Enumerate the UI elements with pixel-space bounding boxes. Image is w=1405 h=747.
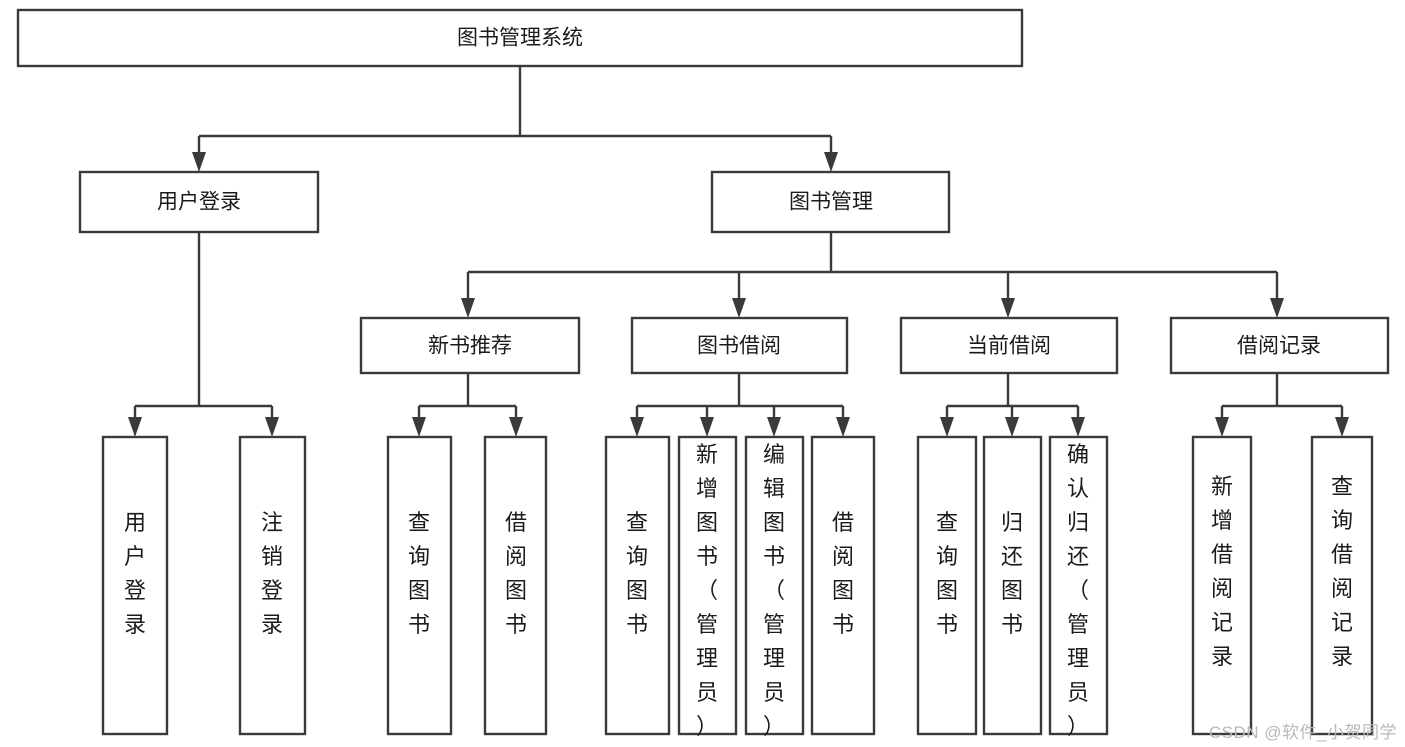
arrowhead-current-borrow	[1001, 298, 1015, 318]
node-book-manage-box[interactable]	[710, 170, 951, 234]
arrowhead-borrow-record	[1270, 298, 1284, 318]
node-nbr-borrow-book-label: 借阅图书	[505, 510, 527, 637]
node-bb-edit-book-box[interactable]	[744, 435, 805, 736]
node-book-manage-label: 图书管理	[789, 191, 873, 214]
node-bb-add-book-label: 新增图书（管理员）	[696, 442, 718, 739]
node-leaf-user-login-box[interactable]	[101, 435, 169, 736]
node-nbr-query-book-box[interactable]	[386, 435, 453, 736]
node-bb-add-book[interactable]: 新增图书（管理员）	[677, 435, 738, 739]
node-leaf-user-logout-box[interactable]	[238, 435, 307, 736]
arrowhead-new-book-rec	[461, 298, 475, 318]
arrowhead-book-manage	[824, 152, 838, 172]
node-cb-confirm-return-label: 确认归还（管理员）	[1067, 442, 1089, 739]
arrowhead-bb-borrow-book	[836, 417, 850, 437]
node-br-add-record-box[interactable]	[1191, 435, 1253, 736]
arrowhead-leaf-user-logout	[265, 417, 279, 437]
node-cb-confirm-return-box[interactable]	[1048, 435, 1109, 736]
arrowhead-user-login	[192, 152, 206, 172]
node-nbr-borrow-book[interactable]: 借阅图书	[483, 435, 548, 736]
node-nbr-borrow-book-box[interactable]	[483, 435, 548, 736]
node-borrow-record-box[interactable]	[1169, 316, 1390, 375]
node-cb-return-book[interactable]: 归还图书	[982, 435, 1043, 736]
node-borrow-record-label: 借阅记录	[1237, 335, 1321, 358]
node-root-label: 图书管理系统	[457, 27, 583, 50]
node-leaf-user-logout-label: 注销登录	[261, 510, 283, 637]
arrowhead-nbr-borrow-book	[509, 417, 523, 437]
node-bb-query-book[interactable]: 查询图书	[604, 435, 671, 736]
connector-lines	[128, 66, 1349, 437]
node-bb-borrow-book-box[interactable]	[810, 435, 876, 736]
node-user-login-label: 用户登录	[157, 191, 241, 214]
node-bb-edit-book[interactable]: 编辑图书（管理员）	[744, 435, 805, 739]
node-cb-query-book[interactable]: 查询图书	[916, 435, 978, 736]
node-br-add-record-label: 新增借阅记录	[1211, 474, 1233, 669]
node-leaf-user-login[interactable]: 用户登录	[101, 435, 169, 736]
node-cb-query-book-box[interactable]	[916, 435, 978, 736]
arrowhead-br-query-record	[1335, 417, 1349, 437]
node-leaf-user-login-label: 用户登录	[124, 510, 146, 637]
node-root-box[interactable]	[16, 8, 1024, 68]
node-current-borrow-box[interactable]	[899, 316, 1119, 375]
arrowhead-cb-confirm-return	[1071, 417, 1085, 437]
node-cb-return-book-label: 归还图书	[1001, 510, 1023, 637]
arrowhead-br-add-record	[1215, 417, 1229, 437]
node-br-add-record[interactable]: 新增借阅记录	[1191, 435, 1253, 736]
arrowhead-cb-return-book	[1005, 417, 1019, 437]
node-cb-confirm-return[interactable]: 确认归还（管理员）	[1048, 435, 1109, 739]
node-borrow-record[interactable]: 借阅记录	[1169, 316, 1390, 375]
leaf-nodes-layer: 用户登录 注销登录 查询图书 借阅图书 查询图书 新增图书（管理员）	[101, 435, 1374, 739]
arrowhead-bb-add-book	[700, 417, 714, 437]
node-user-login-box[interactable]	[78, 170, 320, 234]
node-bb-borrow-book[interactable]: 借阅图书	[810, 435, 876, 736]
node-bb-query-book-box[interactable]	[604, 435, 671, 736]
node-br-query-record-label: 查询借阅记录	[1331, 474, 1353, 669]
node-current-borrow[interactable]: 当前借阅	[899, 316, 1119, 375]
node-nbr-query-book[interactable]: 查询图书	[386, 435, 453, 736]
node-bb-borrow-book-label: 借阅图书	[832, 510, 854, 637]
node-cb-return-book-box[interactable]	[982, 435, 1043, 736]
node-nbr-query-book-label: 查询图书	[408, 510, 430, 637]
node-br-query-record-box[interactable]	[1310, 435, 1374, 736]
arrowhead-nbr-query-book	[412, 417, 426, 437]
arrowhead-leaf-user-login	[128, 417, 142, 437]
node-book-borrow-box[interactable]	[630, 316, 849, 375]
node-bb-edit-book-label: 编辑图书（管理员）	[763, 442, 785, 739]
node-new-book-rec-label: 新书推荐	[428, 335, 512, 358]
node-bb-query-book-label: 查询图书	[626, 510, 648, 637]
csdn-watermark: CSDN @软件_小贺同学	[1208, 723, 1397, 742]
node-book-manage[interactable]: 图书管理	[710, 170, 951, 234]
arrowhead-book-borrow	[732, 298, 746, 318]
arrowhead-bb-edit-book	[767, 417, 781, 437]
node-bb-add-book-box[interactable]	[677, 435, 738, 736]
node-new-book-rec[interactable]: 新书推荐	[359, 316, 581, 375]
node-root[interactable]: 图书管理系统	[16, 8, 1024, 68]
node-book-borrow-label: 图书借阅	[697, 335, 781, 358]
node-cb-query-book-label: 查询图书	[936, 510, 958, 637]
node-user-login[interactable]: 用户登录	[78, 170, 320, 234]
node-br-query-record[interactable]: 查询借阅记录	[1310, 435, 1374, 736]
node-current-borrow-label: 当前借阅	[967, 335, 1051, 358]
node-book-borrow[interactable]: 图书借阅	[630, 316, 849, 375]
node-new-book-rec-box[interactable]	[359, 316, 581, 375]
arrowhead-bb-query-book	[630, 417, 644, 437]
arrowhead-cb-query-book	[940, 417, 954, 437]
node-leaf-user-logout[interactable]: 注销登录	[238, 435, 307, 736]
